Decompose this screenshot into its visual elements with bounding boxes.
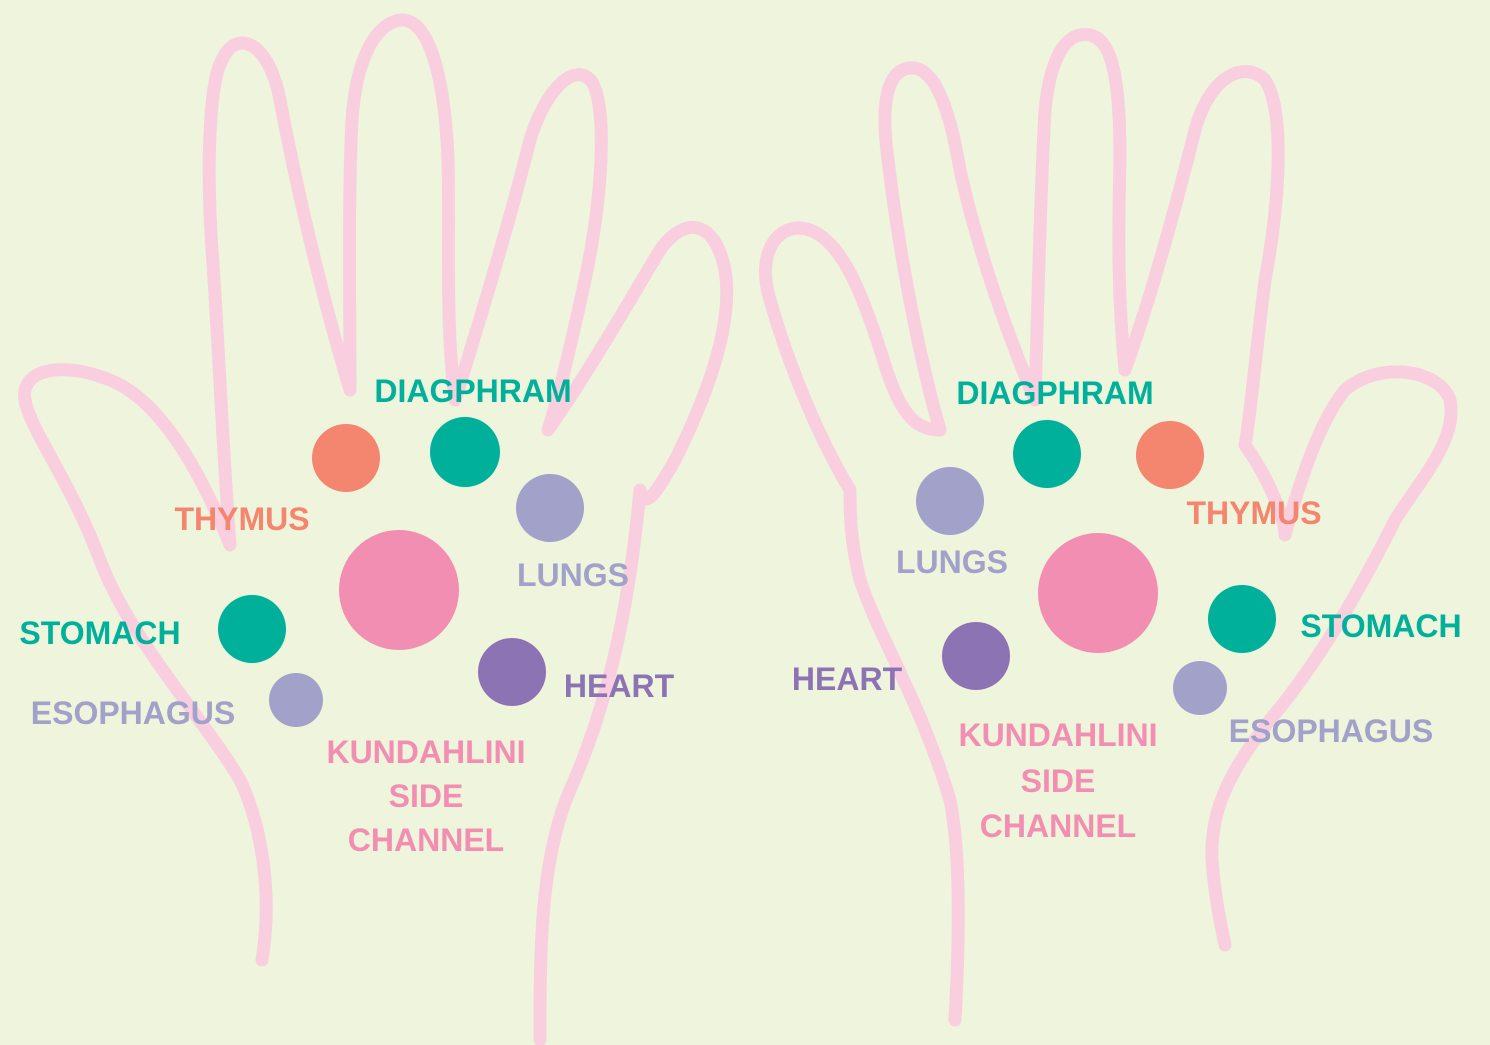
right-kundalini-label-line3: CHANNEL <box>980 808 1136 844</box>
left-diaphragm-point <box>430 417 500 487</box>
left-heart-label: HEART <box>564 668 675 704</box>
right-diaphragm-label: DIAGPHRAM <box>956 375 1153 411</box>
right-hand-outline <box>766 34 1452 1020</box>
right-lungs-point <box>916 467 984 535</box>
left-kundalini-label-line2: SIDE <box>389 778 464 814</box>
right-kundalini-label-line1: KUNDAHLINI <box>958 717 1157 753</box>
right-kundalini-label-line2: SIDE <box>1021 763 1096 799</box>
left-thymus-label: THYMUS <box>174 501 309 537</box>
left-diaphragm-label: DIAGPHRAM <box>374 373 571 409</box>
left-stomach-label: STOMACH <box>19 615 180 651</box>
left-esophagus-point <box>269 673 323 727</box>
left-thymus-point <box>312 424 380 492</box>
right-diaphragm-point <box>1013 420 1081 488</box>
right-stomach-point <box>1208 585 1276 653</box>
right-kundalini-point <box>1038 533 1158 653</box>
right-thymus-point <box>1136 421 1204 489</box>
left-lungs-label: LUNGS <box>517 557 629 593</box>
right-heart-point <box>942 622 1010 690</box>
right-heart-label: HEART <box>792 661 903 697</box>
left-lungs-point <box>516 474 584 542</box>
left-kundalini-label-line3: CHANNEL <box>348 822 504 858</box>
left-kundalini-label-line1: KUNDAHLINI <box>326 734 525 770</box>
left-hand-outline <box>25 20 727 1040</box>
right-stomach-label: STOMACH <box>1300 608 1461 644</box>
right-thymus-label: THYMUS <box>1186 495 1321 531</box>
left-kundalini-point <box>339 530 459 650</box>
right-esophagus-point <box>1173 661 1227 715</box>
right-lungs-label: LUNGS <box>896 544 1008 580</box>
left-heart-point <box>478 638 546 706</box>
right-esophagus-label: ESOPHAGUS <box>1229 713 1433 749</box>
left-esophagus-label: ESOPHAGUS <box>31 695 235 731</box>
left-stomach-point <box>218 595 286 663</box>
